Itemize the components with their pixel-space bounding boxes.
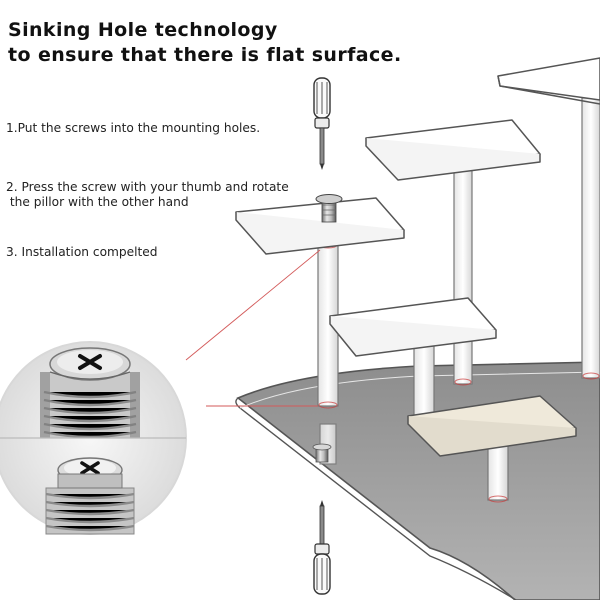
shelf-middle bbox=[329, 297, 497, 357]
screw-closeup-bottom bbox=[45, 457, 135, 535]
pointer-lines bbox=[185, 249, 321, 407]
instruction-step-3-text: 3. Installation compelted bbox=[6, 245, 158, 259]
cross-head-screw-icon bbox=[315, 194, 343, 223]
pillar-2 bbox=[453, 163, 473, 385]
pillar-4 bbox=[413, 339, 435, 425]
headline: Sinking Hole technology to ensure that t… bbox=[8, 18, 402, 68]
shelf-left bbox=[235, 197, 405, 255]
detail-circle bbox=[0, 341, 187, 535]
pillar-3 bbox=[581, 97, 600, 379]
headline-line-2: to ensure that there is flat surface. bbox=[8, 44, 402, 66]
instruction-step-2-line-2: the pillor with the other hand bbox=[6, 195, 189, 209]
base-screw-icon bbox=[312, 443, 332, 463]
instruction-step-1-text: 1.Put the screws into the mounting holes… bbox=[6, 121, 261, 135]
screw-closeup-top bbox=[40, 372, 140, 439]
shelf-top-right bbox=[497, 57, 600, 105]
shelf-lower bbox=[407, 395, 577, 457]
instruction-step-3: 3. Installation compelted bbox=[6, 245, 158, 260]
screwdriver-icon bbox=[313, 77, 331, 170]
instruction-step-2: 2. Press the screw with your thumb and r… bbox=[6, 180, 289, 210]
headline-line-1: Sinking Hole technology bbox=[8, 19, 278, 41]
acrylic-shelves bbox=[235, 57, 600, 457]
instruction-step-2-line-1: 2. Press the screw with your thumb and r… bbox=[6, 180, 289, 194]
screwdriver-icon bbox=[313, 500, 331, 595]
instruction-step-1: 1.Put the screws into the mounting holes… bbox=[6, 121, 260, 136]
shelf-upper-middle bbox=[365, 119, 541, 181]
